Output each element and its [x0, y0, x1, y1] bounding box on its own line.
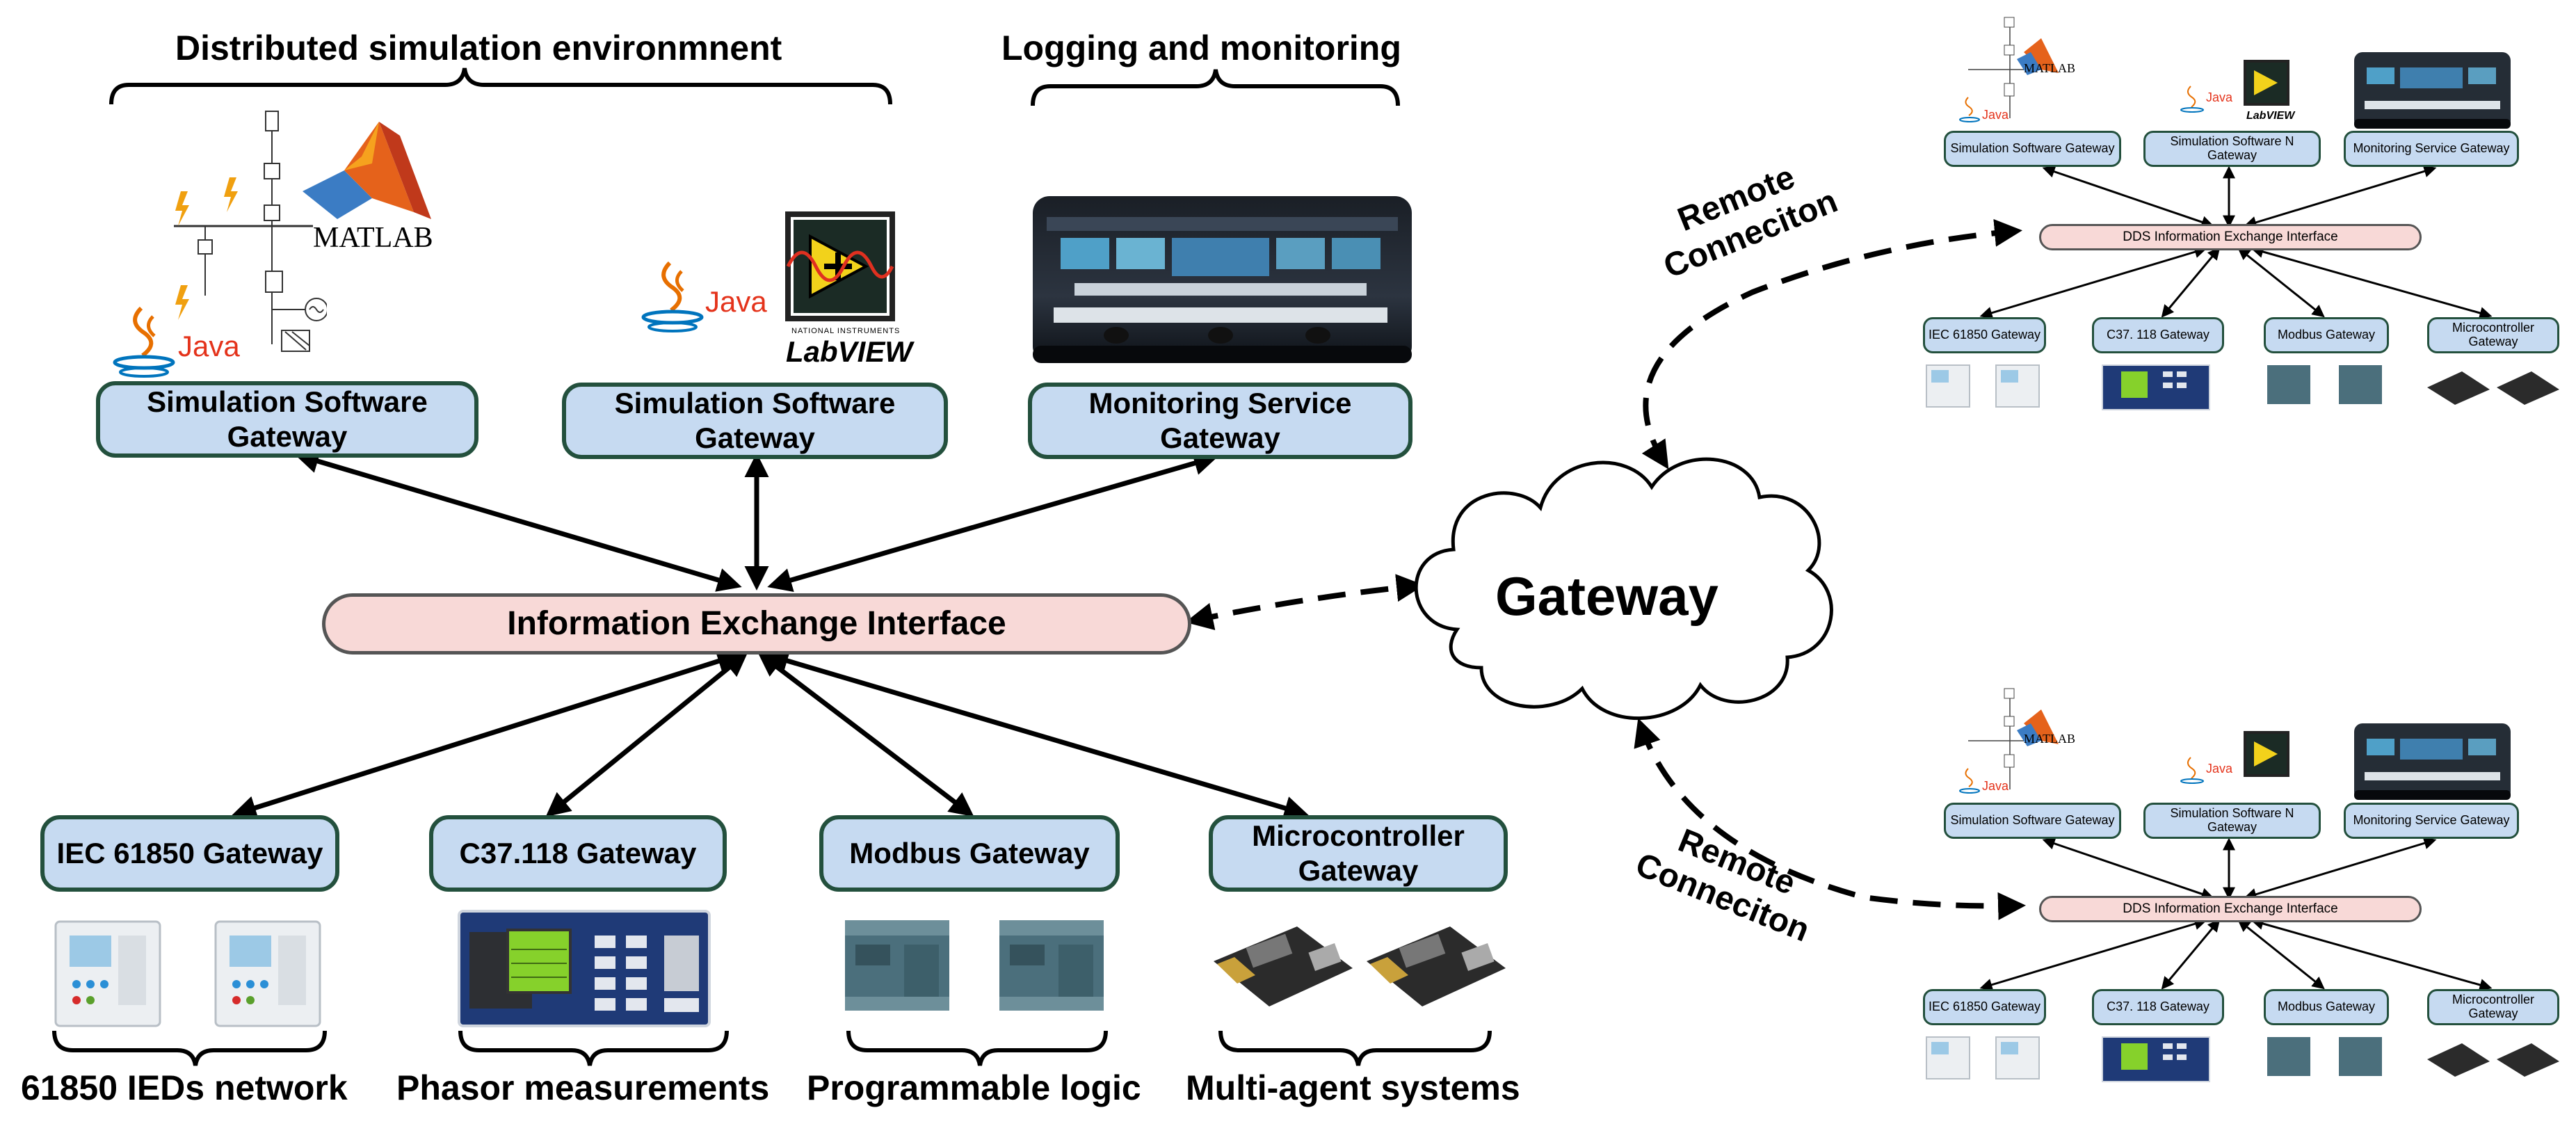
mini-monitoring-gateway[interactable]: Monitoring Service Gateway	[2344, 131, 2519, 167]
mini-control-room-image	[2354, 723, 2511, 800]
mini-c37-gateway[interactable]: C37. 118 Gateway	[2092, 989, 2224, 1025]
labview-label: LabVIEW	[786, 335, 913, 368]
plc-device	[999, 920, 1104, 1011]
c37118-gateway[interactable]: C37.118 Gateway	[429, 815, 727, 892]
label-phasor: Phasor measurements	[396, 1068, 770, 1107]
cloud-shape	[1414, 457, 1833, 720]
mini-ied-icons	[1926, 1036, 2040, 1079]
remote-link-bottom	[1634, 718, 2026, 920]
mini-board-icons	[2427, 371, 2559, 405]
label-programmable-logic: Programmable logic	[807, 1068, 1141, 1107]
mini-dds-interface[interactable]: DDS Information Exchange Interface	[2039, 224, 2422, 250]
ied-device	[54, 920, 161, 1027]
circuit-diagram-icon	[174, 111, 327, 352]
mini-simulation-gateway-2[interactable]: Simulation Software N Gateway	[2143, 803, 2321, 839]
plc-device-icons	[845, 920, 1104, 1011]
mini-plc-icons	[2267, 1037, 2382, 1076]
mini-java-icon	[2180, 757, 2204, 784]
ied-device-icons	[54, 920, 321, 1027]
mini-control-room-image	[2354, 52, 2511, 129]
mini-iec-gateway[interactable]: IEC 61850 Gateway	[1923, 317, 2046, 353]
mini-simulation-gateway-1[interactable]: Simulation Software Gateway	[1944, 803, 2121, 839]
plc-device	[845, 920, 949, 1011]
mini-java-label: Java	[1982, 108, 2009, 122]
mini-java-label: Java	[2206, 90, 2233, 104]
mini-pmu-icon	[2102, 1036, 2210, 1082]
iec61850-gateway[interactable]: IEC 61850 Gateway	[40, 815, 339, 892]
java-logo-icon	[641, 261, 704, 332]
modbus-gateway[interactable]: Modbus Gateway	[819, 815, 1120, 892]
mini-modbus-gateway[interactable]: Modbus Gateway	[2264, 989, 2389, 1025]
mini-iec-gateway[interactable]: IEC 61850 Gateway	[1923, 989, 2046, 1025]
matlab-label: MATLAB	[313, 222, 433, 254]
mini-microcontroller-gateway[interactable]: Microcontroller Gateway	[2427, 317, 2559, 353]
simulation-gateway-1[interactable]: Simulation Software Gateway	[96, 381, 478, 458]
header-logging: Logging and monitoring	[1001, 29, 1401, 67]
mini-matlab-label: MATLAB	[2024, 61, 2076, 75]
matlab-logo-icon	[303, 122, 431, 219]
mini-modbus-gateway[interactable]: Modbus Gateway	[2264, 317, 2389, 353]
mini-ied-icons	[1926, 364, 2040, 408]
bracket-plc	[846, 1030, 1108, 1066]
mini-simulation-gateway-1[interactable]: Simulation Software Gateway	[1944, 131, 2121, 167]
mini-monitoring-gateway[interactable]: Monitoring Service Gateway	[2344, 803, 2519, 839]
main-arrows	[232, 449, 1309, 820]
mini-plc-icons	[2267, 365, 2382, 404]
mini-c37-gateway[interactable]: C37. 118 Gateway	[2092, 317, 2224, 353]
small-bottom-arrows	[1979, 837, 2493, 991]
board-device	[1214, 926, 1353, 1006]
header-distributed: Distributed simulation environmnent	[175, 29, 782, 67]
mini-board-icons	[2427, 1043, 2559, 1077]
label-multi-agent: Multi-agent systems	[1186, 1068, 1520, 1107]
mini-java-label: Java	[2206, 762, 2233, 776]
remote-link-top	[1641, 218, 2022, 469]
iei-cloud-link	[1185, 574, 1424, 631]
java-label-1: Java	[178, 330, 240, 362]
mini-labview-label: LabVIEW	[2246, 110, 2295, 122]
mini-matlab-schematic-icon	[1959, 688, 2059, 794]
mini-java-label: Java	[1982, 779, 2009, 793]
microcontroller-board-icons	[1214, 926, 1506, 1006]
mini-matlab-schematic-icon	[1959, 17, 2059, 122]
java-label-2: Java	[705, 285, 767, 318]
pmu-device-icon	[458, 910, 711, 1027]
microcontroller-gateway[interactable]: Microcontroller Gateway	[1209, 815, 1508, 892]
ni-label: NATIONAL INSTRUMENTS	[791, 327, 901, 335]
mini-microcontroller-gateway[interactable]: Microcontroller Gateway	[2427, 989, 2559, 1025]
label-ieds-network: 61850 IEDs network	[21, 1068, 348, 1107]
bracket-mas	[1218, 1030, 1492, 1066]
mini-matlab-label: MATLAB	[2024, 732, 2076, 746]
mini-labview-icon	[2244, 60, 2289, 106]
labview-logo-icon	[785, 211, 895, 321]
mini-pmu-icon	[2102, 364, 2210, 410]
control-room-image	[1033, 196, 1412, 363]
cloud-gateway-label: Gateway	[1495, 565, 1718, 627]
information-exchange-interface[interactable]: Information Exchange Interface	[322, 593, 1191, 655]
mini-java-icon	[2180, 86, 2204, 113]
brace-logging	[1031, 69, 1400, 106]
mini-simulation-gateway-2[interactable]: Simulation Software N Gateway	[2143, 131, 2321, 167]
bracket-ieds	[52, 1030, 327, 1066]
ied-device	[214, 920, 321, 1027]
java-logo-icon	[113, 306, 175, 378]
brace-distributed	[109, 67, 892, 105]
simulation-gateway-2[interactable]: Simulation Software Gateway	[562, 383, 948, 459]
small-top-arrows	[1979, 165, 2493, 319]
mini-labview-icon	[2244, 731, 2289, 777]
bracket-phasor	[458, 1030, 729, 1066]
mini-dds-interface[interactable]: DDS Information Exchange Interface	[2039, 896, 2422, 922]
monitoring-gateway[interactable]: Monitoring Service Gateway	[1028, 383, 1412, 459]
board-device	[1367, 926, 1506, 1006]
